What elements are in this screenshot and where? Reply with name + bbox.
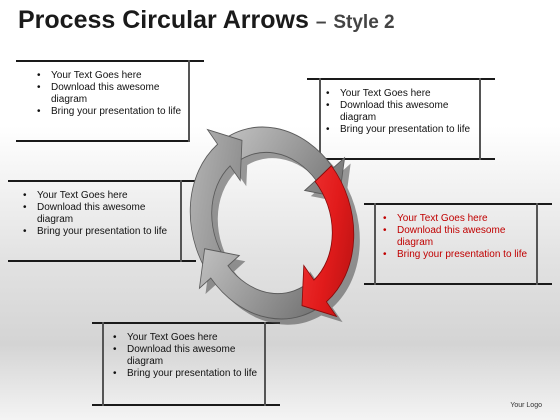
text-box-top-rule [307,78,495,80]
bullet-item: Your Text Goes here [380,213,535,225]
bullet-item: Bring your presentation to life [380,249,535,261]
bullet-item: Download this awesome diagram [380,225,535,249]
bullet-item: Bring your presentation to life [323,124,478,136]
bullet-item: Bring your presentation to life [20,226,175,238]
text-box-top-rule [92,322,280,324]
text-box-side-bar [319,78,321,160]
bullet-item: Your Text Goes here [323,88,478,100]
bullet-item: Your Text Goes here [34,70,184,82]
text-box-middle-right: Your Text Goes here Download this awesom… [364,201,552,287]
bullet-item: Bring your presentation to life [110,368,262,380]
bullet-item: Your Text Goes here [20,190,175,202]
arrow-segment-top [215,126,346,198]
text-box-bottom-center: Your Text Goes here Download this awesom… [92,320,280,410]
text-box-top-rule [364,203,552,205]
text-box-side-bar [188,60,190,142]
title-main: Process Circular Arrows [18,6,309,34]
text-box-top-rule [16,60,204,62]
bullet-item: Download this awesome diagram [34,82,184,106]
text-box-side-bar [479,78,481,160]
arrow-segment-right-highlighted [301,165,355,318]
title-dash: – [315,12,327,33]
text-box-side-bar [102,322,104,406]
text-box-side-bar [374,203,376,285]
text-box-bottom-rule [16,140,190,142]
text-box-side-bar [180,180,182,262]
text-box-bottom-rule [92,404,280,406]
text-box-side-bar [264,322,266,406]
circular-arrows-diagram [189,126,360,325]
arrow-segment-left [189,128,243,281]
text-box-middle-left: Your Text Goes here Download this awesom… [8,178,196,264]
text-box-bullets: Your Text Goes here Download this awesom… [110,332,262,380]
text-box-top-rule [8,180,196,182]
text-box-top-right: Your Text Goes here Download this awesom… [307,76,495,162]
arrow-segment-bottom [198,248,329,320]
bullet-item: Download this awesome diagram [20,202,175,226]
text-box-bullets: Your Text Goes here Download this awesom… [34,70,184,118]
text-box-side-bar [536,203,538,285]
text-box-top-left: Your Text Goes here Download this awesom… [16,58,204,144]
slide-title: Process Circular Arrows – Style 2 [18,6,395,35]
bullet-item: Bring your presentation to life [34,106,184,118]
text-box-bottom-rule [8,260,196,262]
text-box-bottom-rule [307,158,495,160]
text-box-bullets: Your Text Goes here Download this awesom… [20,190,175,238]
bullet-item: Download this awesome diagram [323,100,478,124]
text-box-bullets: Your Text Goes here Download this awesom… [380,213,535,261]
bullet-item: Download this awesome diagram [110,344,262,368]
logo-text: Your Logo [510,402,542,409]
bullet-item: Your Text Goes here [110,332,262,344]
title-style: Style 2 [333,12,395,33]
text-box-bottom-rule [364,283,552,285]
text-box-bullets: Your Text Goes here Download this awesom… [323,88,478,136]
